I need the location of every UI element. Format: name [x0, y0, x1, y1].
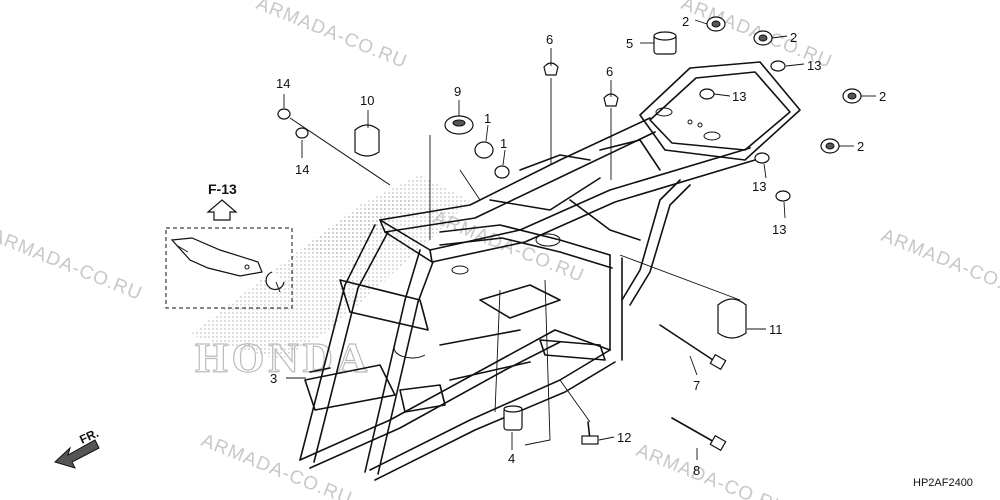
watermark-text: ARMADA-CO.RU	[253, 0, 410, 73]
callout-label: 2	[879, 89, 886, 104]
parts-layer	[54, 16, 862, 469]
callout-label: 6	[606, 64, 613, 79]
callout-label: 6	[546, 32, 553, 47]
callout-label: 13	[732, 89, 746, 104]
callout-label: 10	[360, 93, 374, 108]
front-arrow-icon	[54, 439, 100, 469]
watermark-text: ARMADA-CO.RU	[878, 225, 1000, 305]
callout-label: 14	[276, 76, 290, 91]
callout-label: 9	[454, 84, 461, 99]
watermark-text: ARMADA-CO.RU	[430, 207, 587, 287]
callout-label: 2	[682, 14, 689, 29]
callout-label: 3	[270, 371, 277, 386]
callout-label: 13	[772, 222, 786, 237]
callout-label: 13	[807, 58, 821, 73]
callout-label: 1	[500, 136, 507, 151]
callout-label: 12	[617, 430, 631, 445]
callout-label: 5	[626, 36, 633, 51]
brand-mark-text: HONDA	[195, 336, 371, 382]
leader-lines	[283, 19, 876, 460]
callout-label: 1	[484, 111, 491, 126]
up-arrow-icon	[206, 199, 238, 221]
reference-label: F-13	[208, 181, 237, 197]
watermark-text: ARMADA-CO.RU	[633, 440, 790, 500]
callout-label: 14	[295, 162, 309, 177]
callout-label: 2	[790, 30, 797, 45]
callout-label: 11	[769, 322, 783, 337]
callout-label: 7	[693, 378, 700, 393]
watermark-text: ARMADA-CO.RU	[0, 225, 145, 305]
callout-label: 4	[508, 451, 515, 466]
callout-label: 13	[752, 179, 766, 194]
diagram-code: HP2AF2400	[913, 477, 973, 489]
watermark-text: ARMADA-CO.RU	[198, 430, 355, 500]
callout-label: 2	[857, 139, 864, 154]
callout-label: 8	[693, 463, 700, 478]
reference-box: F-13	[165, 181, 293, 309]
callout-labels: 2 2 5 13 6 6 14 14 10 9 1 1 13 2 2 13 13…	[270, 14, 886, 478]
honda-wing-logo: HONDA	[190, 175, 470, 383]
main-frame	[299, 61, 801, 481]
